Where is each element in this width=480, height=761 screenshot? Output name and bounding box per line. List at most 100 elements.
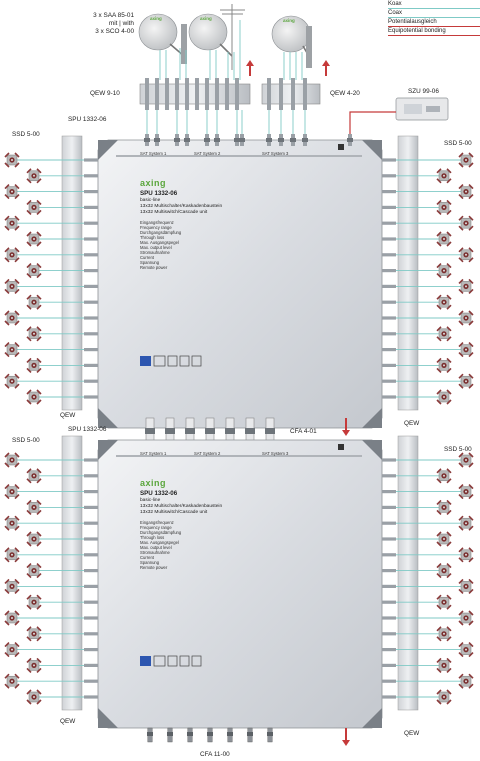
output-connector-bottom-left-6 (84, 537, 98, 541)
output-connector-bottom-left-10 (84, 600, 98, 604)
output-connector-top-left-12 (84, 332, 98, 336)
output-connector-bottom-right-11 (382, 616, 396, 620)
spec-2: Frequency range (140, 225, 172, 230)
output-connector-top-right-7 (382, 253, 396, 257)
ssd-bottom-left-label: SSD 5-00 (12, 437, 40, 444)
sat-label-3-b: SAT System 3 (262, 451, 289, 456)
spec-4: Through loss (140, 235, 165, 240)
sat-label-1-b: SAT System 1 (140, 451, 167, 456)
output-connector-bottom-left-1 (84, 458, 98, 462)
szu-99-06-power-supply (395, 97, 449, 121)
ssd-socket-top-left-13 (4, 341, 20, 358)
output-connector-bottom-left-14 (84, 663, 98, 667)
output-connector-top-left-1 (84, 158, 98, 162)
spec-8-b: Current (140, 555, 154, 560)
spec-5-b: Max. Ausgangspegel (140, 540, 179, 545)
ssd-socket-top-right-10 (436, 294, 452, 311)
ssd-socket-top-right-5 (458, 215, 474, 231)
brand-logo: axing (140, 178, 167, 188)
output-connector-bottom-right-10 (382, 600, 396, 604)
ssd-top-right-label: SSD 5-00 (444, 140, 472, 147)
ssd-socket-bottom-left-13 (4, 641, 20, 658)
output-connector-top-right-6 (382, 237, 396, 241)
qew-9-10-label: QEW 9-10 (90, 90, 120, 97)
cfa-4-01-cascade-links (145, 417, 275, 447)
ssd-socket-top-left-12 (26, 325, 42, 342)
ssd-socket-top-left-7 (4, 247, 20, 263)
szu-label: SZU 99-06 (408, 88, 439, 95)
unit-desc-en: 13x32 Multiswitch/Cascade unit (140, 210, 208, 215)
output-connector-bottom-right-8 (382, 569, 396, 573)
ssd-socket-top-right-12 (436, 325, 452, 342)
ssd-socket-top-right-15 (458, 373, 474, 390)
spu-unit-bottom (97, 439, 383, 729)
svg-text:axing: axing (150, 16, 162, 21)
qew-4-20-label: QEW 4-20 (330, 90, 360, 97)
output-connector-top-left-8 (84, 269, 98, 273)
ssd-socket-top-left-8 (26, 262, 42, 279)
ssd-socket-top-left-2 (26, 168, 42, 184)
dish-spec-line-1: 3 x SAA 85-01 (93, 12, 134, 19)
spec-6-b: Max. output level (140, 545, 172, 550)
ssd-socket-bottom-right-14 (436, 657, 452, 674)
ssd-socket-top-right-1 (458, 152, 474, 168)
qew-4-20-block (261, 78, 321, 110)
ssd-socket-bottom-left-15 (4, 673, 20, 690)
ssd-socket-bottom-right-10 (436, 594, 452, 611)
ssd-socket-bottom-right-8 (436, 562, 452, 579)
output-connector-bottom-left-8 (84, 569, 98, 573)
ssd-socket-bottom-left-2 (26, 467, 42, 484)
ssd-socket-bottom-left-16 (26, 689, 42, 705)
output-connector-bottom-right-4 (382, 505, 396, 509)
ssd-socket-top-right-2 (436, 168, 452, 184)
cfa-11-00-terminators (146, 727, 274, 743)
qew-bottom-left-label: QEW (60, 718, 76, 725)
brand-logo-b: axing (140, 478, 167, 488)
ssd-socket-top-left-4 (26, 199, 42, 216)
sat-label-2: SAT System 2 (194, 151, 221, 156)
output-connector-bottom-right-6 (382, 537, 396, 541)
qew-mid-right-label: QEW (404, 420, 420, 427)
spec-6: Max. output level (140, 245, 172, 250)
unit-line-b: basic-line (140, 498, 161, 503)
ssd-socket-top-right-3 (458, 183, 474, 200)
unit-line: basic-line (140, 198, 161, 203)
ssd-socket-bottom-right-5 (458, 515, 474, 532)
ssd-socket-top-right-9 (458, 278, 474, 295)
ssd-socket-bottom-right-2 (436, 467, 452, 484)
spec-10: Remote power (140, 265, 168, 270)
output-connector-top-right-12 (382, 332, 396, 336)
spec-10-b: Remote power (140, 565, 168, 570)
output-connector-bottom-left-5 (84, 521, 98, 525)
spec-1: Eingangsfrequenz (140, 220, 174, 225)
grounding-arrows-top (246, 60, 330, 76)
output-connector-bottom-left-13 (84, 648, 98, 652)
ssd-socket-bottom-left-3 (4, 483, 20, 500)
ssd-socket-bottom-left-6 (26, 531, 42, 547)
output-connector-bottom-left-11 (84, 616, 98, 620)
spu-outputs (17, 158, 461, 699)
ssd-socket-bottom-left-14 (26, 657, 42, 674)
output-connector-bottom-left-16 (84, 695, 98, 699)
dish-feed-cables (159, 20, 303, 80)
output-connector-bottom-left-12 (84, 632, 98, 636)
qew-to-spu-cables (146, 110, 306, 138)
unit-desc-de-b: 13x32 Multischalter/Kaskadenbaustein (140, 504, 223, 509)
output-connector-top-left-11 (84, 316, 98, 320)
ssd-socket-top-left-14 (26, 357, 42, 374)
output-connector-bottom-right-12 (382, 632, 396, 636)
ssd-socket-bottom-right-4 (436, 499, 452, 516)
ssd-socket-bottom-right-15 (458, 673, 474, 690)
output-connector-top-right-4 (382, 205, 396, 209)
ssd-top-left-label: SSD 5-00 (12, 131, 40, 138)
grounding-arrow-middle (342, 418, 350, 436)
output-connector-top-right-11 (382, 316, 396, 320)
ssd-socket-top-left-5 (4, 215, 20, 231)
spec-2-b: Frequency range (140, 525, 172, 530)
output-connector-top-right-3 (382, 190, 396, 194)
terrestrial-antenna (220, 4, 245, 70)
ssd-socket-top-left-11 (4, 310, 20, 326)
ssd-socket-bottom-left-8 (26, 562, 42, 579)
output-connector-bottom-right-2 (382, 474, 396, 478)
